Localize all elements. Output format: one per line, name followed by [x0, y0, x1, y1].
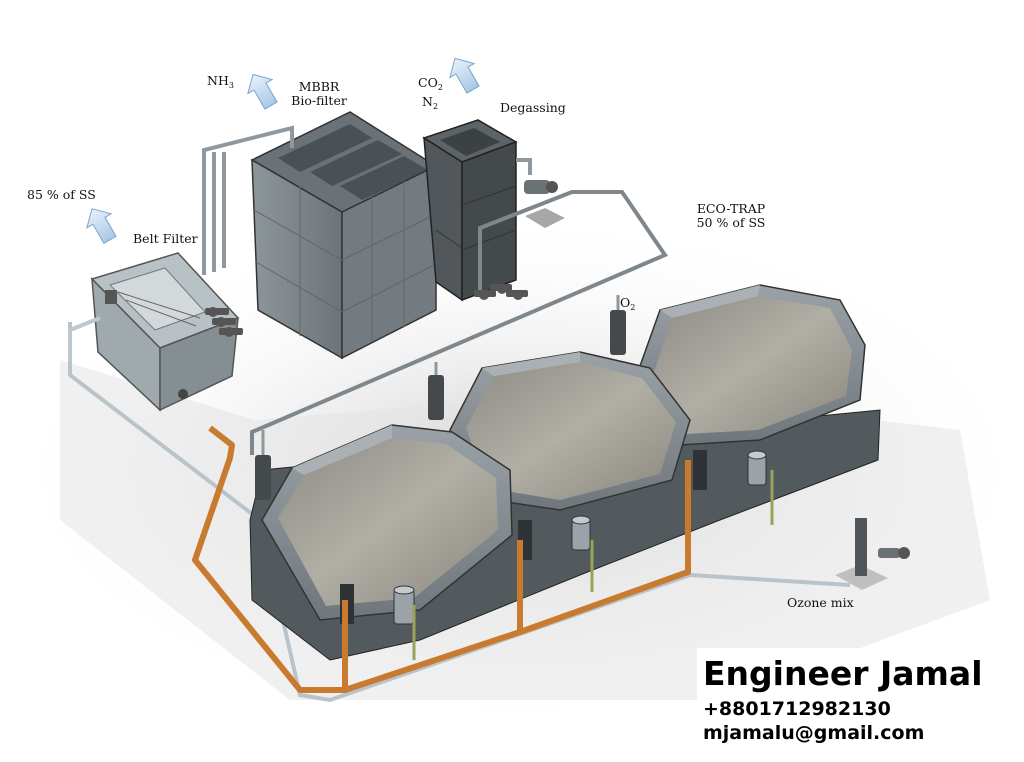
degassing-valves: [474, 284, 528, 300]
mbbr-label-line1: MBBR: [298, 79, 340, 94]
ecotrap-label: ECO-TRAP 50 % of SS: [694, 202, 768, 230]
arrow-up-icon: [449, 57, 480, 94]
arrow-up-icon: [86, 208, 117, 245]
author-email: mjamalu@gmail.com: [703, 722, 925, 744]
author-name: Engineer Jamal: [703, 654, 983, 693]
o2-label: O2: [620, 295, 636, 313]
main-loop-pipe: [250, 190, 669, 455]
belt-filter-label: Belt Filter: [133, 231, 198, 246]
nh3-label: NH3: [207, 73, 234, 91]
ss85-label: 85 % of SS: [27, 187, 96, 202]
author-credit: Engineer Jamal +8801712982130 mjamalu@gm…: [697, 648, 1024, 762]
belt-filter: [90, 252, 240, 412]
author-phone: +8801712982130: [703, 698, 891, 720]
octagonal-tank-1: [261, 424, 513, 621]
n2-label: N2: [422, 94, 439, 112]
mbbr-label: MBBR Bio-filter: [284, 80, 354, 108]
degassing-pump: [524, 180, 565, 228]
mbbr-label-line2: Bio-filter: [291, 93, 347, 108]
ozone-mix-label: Ozone mix: [787, 595, 854, 610]
copper-collector-pipe: [344, 460, 691, 693]
arrow-up-icon: [247, 73, 278, 110]
degassing-outlet-pipe: [516, 158, 532, 175]
co2-label: CO2: [418, 75, 443, 93]
floor-return-pipe: [68, 322, 851, 703]
co2-n2-label: CO2 N2: [418, 76, 443, 114]
mbbr-air-pipe: [202, 125, 294, 275]
level-pipes: [412, 470, 774, 660]
belt-filter-valves: [205, 307, 243, 337]
mbbr-biofilter: [250, 111, 438, 360]
degassing-label: Degassing: [500, 100, 566, 115]
octagonal-tank-3: [634, 284, 866, 446]
belt-filter-inlet-pipe: [68, 316, 101, 360]
degassing-unit: [422, 119, 518, 302]
ecotrap-label-line2: 50 % of SS: [696, 215, 766, 230]
ecotrap-label-line1: ECO-TRAP: [696, 201, 766, 216]
oxygen-cones: [255, 295, 626, 500]
ozone-mix-unit: [835, 518, 910, 590]
eco-trap-drums: [393, 450, 767, 625]
